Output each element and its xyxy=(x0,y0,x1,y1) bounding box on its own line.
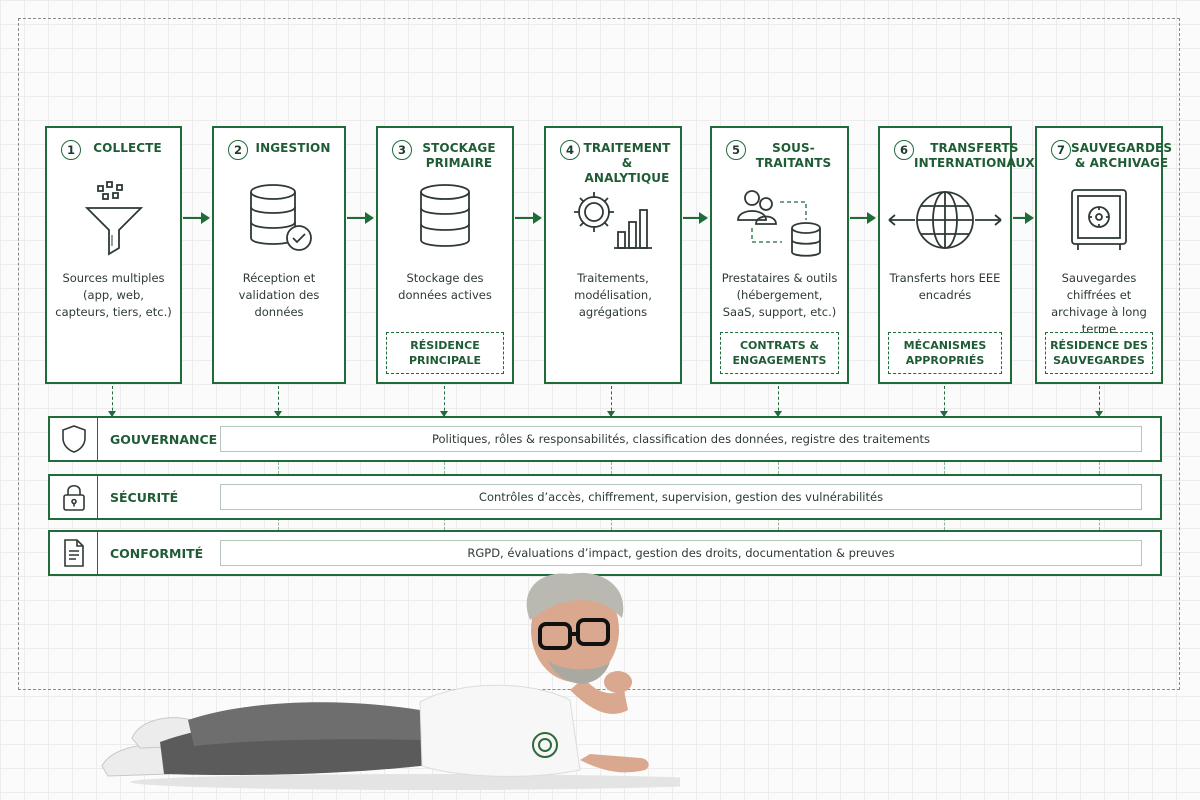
step-traitement-analytique: 4 TRAITEMENT & ANALYTIQUE Traitements, m… xyxy=(544,126,682,384)
flow-arrow xyxy=(183,212,210,224)
step-tag: MÉCANISMES APPROPRIÉS xyxy=(888,332,1002,374)
step-description: Sources multiples (app, web, capteurs, t… xyxy=(55,271,172,319)
step-description: Stockage des données actives xyxy=(398,271,492,302)
flow-arrow xyxy=(683,212,708,224)
step-layer-connector xyxy=(939,386,948,417)
step-transferts-internationaux: 6 TRANSFERTS INTERNATIONAUX Transferts h… xyxy=(878,126,1035,384)
layer-gap-line xyxy=(444,518,445,530)
step-tag: RÉSIDENCE PRINCIPALE xyxy=(386,332,504,374)
database-check-icon xyxy=(214,180,344,260)
step-number: 3 xyxy=(392,140,412,160)
layer-gap-line xyxy=(944,462,945,474)
diagram-frame xyxy=(18,18,1180,690)
lock-icon xyxy=(50,476,98,518)
step-stockage-primaire: 3 STOCKAGE PRIMAIRE Stockage des données… xyxy=(376,126,514,384)
step-description: Prestataires & outils (hébergement, SaaS… xyxy=(721,271,838,319)
safe-icon xyxy=(1037,180,1161,260)
step-ingestion: 2 INGESTION Réception et validation des … xyxy=(212,126,346,384)
step-number: 2 xyxy=(228,140,248,160)
flow-arrow xyxy=(515,212,542,224)
step-layer-connector xyxy=(439,386,448,417)
document-icon xyxy=(50,532,98,574)
step-layer-connector xyxy=(273,386,282,417)
users-database-icon xyxy=(712,180,847,260)
step-title: COLLECTE xyxy=(93,141,162,155)
step-description: Traitements, modélisation, agrégations xyxy=(574,271,652,319)
layer-gap-line xyxy=(778,462,779,474)
layer-gap-line xyxy=(278,518,279,530)
shield-icon xyxy=(50,418,98,460)
step-layer-connector xyxy=(107,386,116,417)
step-layer-connector xyxy=(773,386,782,417)
layer-description: Contrôles d’accès, chiffrement, supervis… xyxy=(220,484,1142,510)
step-layer-connector xyxy=(606,386,615,417)
step-title: STOCKAGE PRIMAIRE xyxy=(422,141,496,170)
layer-description: Politiques, rôles & responsabilités, cla… xyxy=(220,426,1142,452)
layer-title: SÉCURITÉ xyxy=(110,489,179,505)
flow-arrow xyxy=(1013,212,1034,224)
step-title: SOUS-TRAITANTS xyxy=(755,141,832,170)
layer-gap-line xyxy=(944,518,945,530)
globe-arrows-icon xyxy=(880,180,1010,260)
layer-gap-line xyxy=(778,518,779,530)
layer-gap-line xyxy=(611,462,612,474)
step-number: 5 xyxy=(726,140,746,160)
step-sauvegardes-archivage: 7 SAUVEGARDES & ARCHIVAGE Sauvegardes ch… xyxy=(1035,126,1172,384)
step-title: TRAITEMENT & ANALYTIQUE xyxy=(583,141,671,185)
layer-conformite: CONFORMITÉ RGPD, évaluations d’impact, g… xyxy=(48,530,1162,576)
layer-gap-line xyxy=(611,518,612,530)
layer-gap-line xyxy=(444,462,445,474)
gear-chart-icon xyxy=(546,180,680,260)
layer-gap-line xyxy=(1099,462,1100,474)
step-collecte: 1 COLLECTE Sources multiples (app, web, … xyxy=(45,126,182,384)
step-title: INGESTION xyxy=(255,141,331,155)
step-description: Réception et validation des données xyxy=(238,271,320,319)
step-description: Transferts hors EEE encadrés xyxy=(889,271,1001,302)
step-number: 7 xyxy=(1051,140,1071,160)
step-description: Sauvegardes chiffrées et archivage à lon… xyxy=(1051,271,1147,336)
step-tag: RÉSIDENCE DES SAUVEGARDES xyxy=(1045,332,1153,374)
step-number: 4 xyxy=(560,140,580,160)
step-layer-connector xyxy=(1094,386,1103,417)
step-sous-traitants: 5 SOUS-TRAITANTS Prestataires & outils (… xyxy=(710,126,849,384)
layer-gap-line xyxy=(1099,518,1100,530)
reclining-character-illustration xyxy=(101,572,680,790)
database-icon xyxy=(378,180,512,260)
step-number: 1 xyxy=(61,140,81,160)
layer-gap-line xyxy=(278,462,279,474)
layer-securite: SÉCURITÉ Contrôles d’accès, chiffrement,… xyxy=(48,474,1162,520)
layer-gouvernance: GOUVERNANCE Politiques, rôles & responsa… xyxy=(48,416,1162,462)
funnel-icon xyxy=(47,180,180,260)
layer-title: CONFORMITÉ xyxy=(110,545,204,561)
step-title: SAUVEGARDES & ARCHIVAGE xyxy=(1071,141,1173,170)
step-tag: CONTRATS & ENGAGEMENTS xyxy=(720,332,839,374)
step-number: 6 xyxy=(894,140,914,160)
step-title: TRANSFERTS INTERNATIONAUX xyxy=(914,141,1035,170)
flow-arrow xyxy=(347,212,374,224)
layer-title: GOUVERNANCE xyxy=(110,431,218,447)
layer-description: RGPD, évaluations d’impact, gestion des … xyxy=(220,540,1142,566)
flow-arrow xyxy=(850,212,876,224)
